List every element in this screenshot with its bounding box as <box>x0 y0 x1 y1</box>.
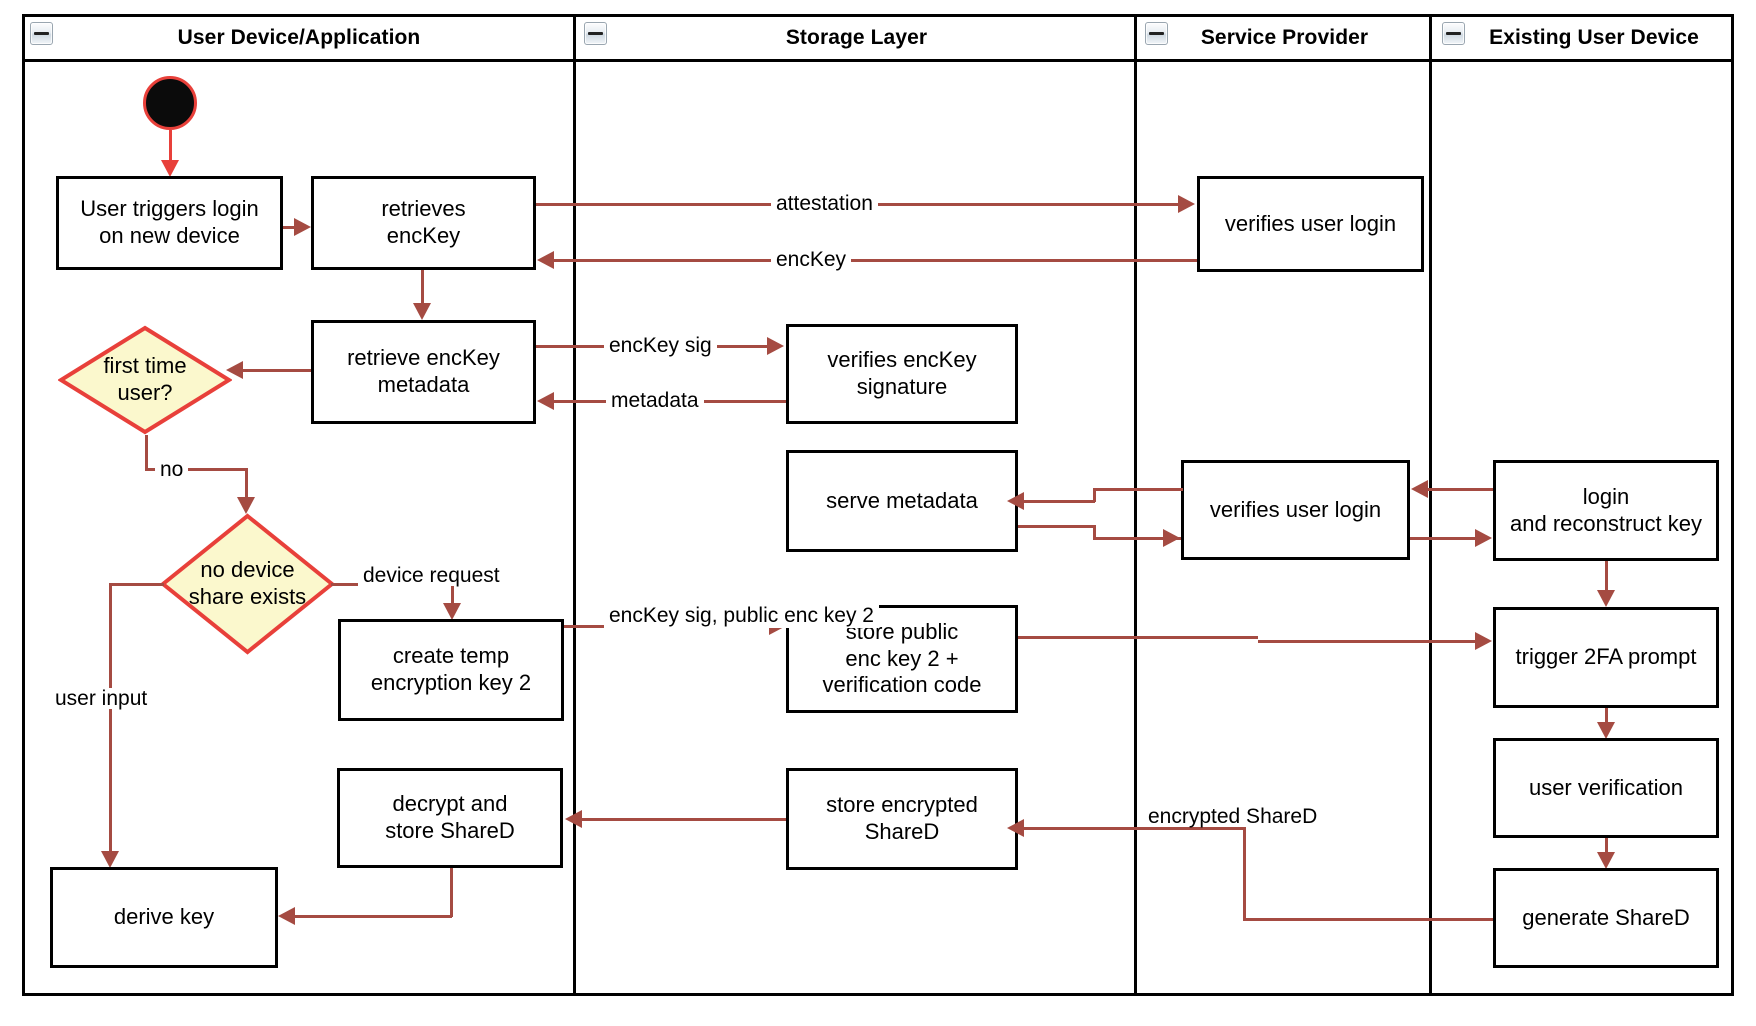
node-create-temp-encryption-key-2[interactable]: create temp encryption key 2 <box>338 619 564 721</box>
edge-device-request-seg2 <box>451 583 454 609</box>
edge-login-to-2fa-line <box>1605 561 1608 596</box>
edge-metadata-to-firsttime-arrow <box>226 361 243 379</box>
edge-no-seg3 <box>245 468 248 503</box>
edge-serve-to-vul2-arrow <box>1163 529 1180 547</box>
edge-retrieve-to-metadata-arrow <box>413 303 431 320</box>
edge-decrypt-to-derive-seg1 <box>450 868 453 917</box>
edge-vul2-to-serve-seg1 <box>1093 488 1183 491</box>
lane-title-user-device-application: User Device/Application <box>177 26 421 49</box>
node-retrieve-enckey-metadata[interactable]: retrieve encKey metadata <box>311 320 536 424</box>
edge-encrypted-shared-seg1 <box>1243 918 1493 921</box>
edge-encrypted-shared-arrow <box>1007 819 1024 837</box>
decision-first-time-user[interactable]: first time user? <box>58 325 232 435</box>
edge-vul2-to-serve-seg3 <box>1018 500 1095 503</box>
edge-label-enckey-sig: encKey sig <box>604 335 717 356</box>
edge-label-device-request: device request <box>358 565 505 586</box>
lane-title-storage-layer: Storage Layer <box>785 26 928 49</box>
node-trigger-2fa-prompt[interactable]: trigger 2FA prompt <box>1493 607 1719 708</box>
node-verifies-enckey-signature[interactable]: verifies encKey signature <box>786 324 1018 424</box>
edge-trigger-to-retrieve-line <box>283 226 297 229</box>
diamond-shape-icon <box>160 513 335 655</box>
node-verifies-user-login-2[interactable]: verifies user login <box>1181 460 1410 560</box>
node-store-encrypted-shared[interactable]: store encrypted ShareD <box>786 768 1018 870</box>
edge-enckey-line <box>548 259 1197 262</box>
collapse-minus-icon-lane-0[interactable] <box>30 22 53 45</box>
edge-store-to-decrypt-arrow <box>565 810 582 828</box>
edge-serve-to-vul2-seg2 <box>1093 525 1096 539</box>
edge-metadata-to-firsttime-line <box>232 369 311 372</box>
edge-serve-to-vul2-seg1 <box>1018 525 1095 528</box>
edge-label-enckey-sig-public-enc-key-2: encKey sig, public enc key 2 <box>604 603 879 629</box>
edge-device-request-arrow <box>443 603 461 620</box>
swimlane-header-row <box>22 14 1734 62</box>
edge-vul2-to-login-line <box>1410 537 1480 540</box>
initial-node <box>143 76 197 130</box>
edge-label-encrypted-shared: encrypted ShareD <box>1143 806 1323 827</box>
edge-metadata-return-arrow <box>537 392 554 410</box>
edge-label-enckey: encKey <box>771 249 852 270</box>
node-generate-shared[interactable]: generate ShareD <box>1493 868 1719 968</box>
edge-label-no: no <box>155 459 189 480</box>
edge-start-to-user-triggers-login-arrow <box>161 160 179 177</box>
node-serve-metadata[interactable]: serve metadata <box>786 450 1018 552</box>
edge-no-arrow <box>237 497 255 514</box>
edge-user-input-seg2 <box>109 583 112 857</box>
edge-storepub-to-2fa-seg1 <box>1018 636 1258 639</box>
node-derive-key[interactable]: derive key <box>50 867 278 968</box>
edge-enckey-arrow <box>537 251 554 269</box>
edge-retrieve-to-metadata-line <box>421 270 424 309</box>
edge-encrypted-shared-seg3 <box>1018 827 1246 830</box>
edge-storepub-to-2fa-arrow <box>1475 632 1492 650</box>
edge-label-attestation: attestation <box>771 193 878 214</box>
edge-2fa-to-userver-arrow <box>1597 722 1615 739</box>
edge-decrypt-to-derive-seg2 <box>290 915 452 918</box>
decision-no-device-share-label: no device share exists <box>188 557 307 609</box>
lane-title-existing-user-device: Existing User Device <box>1489 26 1699 49</box>
edge-vul2-to-serve-arrow <box>1007 492 1024 510</box>
edge-login-to-vul2-arrow <box>1411 480 1428 498</box>
edge-label-user-input: user input <box>50 688 153 709</box>
edge-no-seg2 <box>145 468 248 471</box>
edge-trigger-to-retrieve-arrow <box>294 218 311 236</box>
edge-start-to-user-triggers-login-line <box>169 130 172 163</box>
edge-login-to-vul2-line <box>1422 488 1493 491</box>
collapse-minus-icon-lane-2[interactable] <box>1145 22 1168 45</box>
node-user-verification[interactable]: user verification <box>1493 738 1719 838</box>
node-login-and-reconstruct-key[interactable]: login and reconstruct key <box>1493 460 1719 561</box>
collapse-minus-icon-lane-1[interactable] <box>584 22 607 45</box>
lane-storage-layer <box>576 14 1137 996</box>
edge-enckey-sig-arrow <box>767 337 784 355</box>
decision-first-time-user-label: first time user? <box>103 353 187 405</box>
node-user-triggers-login[interactable]: User triggers login on new device <box>56 176 283 270</box>
diamond-shape-icon <box>58 325 232 435</box>
edge-store-to-decrypt-line <box>578 818 786 821</box>
collapse-minus-icon-lane-3[interactable] <box>1442 22 1465 45</box>
edge-no-seg1 <box>145 435 148 471</box>
edge-storepub-to-2fa-seg2 <box>1258 640 1479 643</box>
edge-user-input-seg1 <box>109 583 164 586</box>
edge-vul2-to-login-arrow <box>1475 529 1492 547</box>
edge-decrypt-to-derive-arrow <box>278 907 295 925</box>
edge-vul2-to-serve-seg2 <box>1093 488 1096 502</box>
edge-userver-to-gen-line <box>1605 838 1608 860</box>
edge-2fa-to-userver-line <box>1605 708 1608 730</box>
edge-user-input-arrow <box>101 851 119 868</box>
decision-no-device-share-exists[interactable]: no device share exists <box>160 513 335 655</box>
lane-title-service-provider: Service Provider <box>1200 26 1369 49</box>
edge-userver-to-gen-arrow <box>1597 852 1615 869</box>
node-verifies-user-login-1[interactable]: verifies user login <box>1197 176 1424 272</box>
edge-login-to-2fa-arrow <box>1597 590 1615 607</box>
swimlane-frame <box>22 14 1734 996</box>
edge-attestation-arrow <box>1178 195 1195 213</box>
node-decrypt-and-store-shared[interactable]: decrypt and store ShareD <box>337 768 563 868</box>
lane-service-provider <box>1137 14 1432 996</box>
edge-serve-to-vul2-seg3 <box>1093 537 1181 540</box>
edge-encrypted-shared-seg2 <box>1243 827 1246 921</box>
lane-user-device-application <box>22 14 576 996</box>
edge-label-metadata: metadata <box>606 390 704 411</box>
node-retrieves-enckey[interactable]: retrieves encKey <box>311 176 536 270</box>
